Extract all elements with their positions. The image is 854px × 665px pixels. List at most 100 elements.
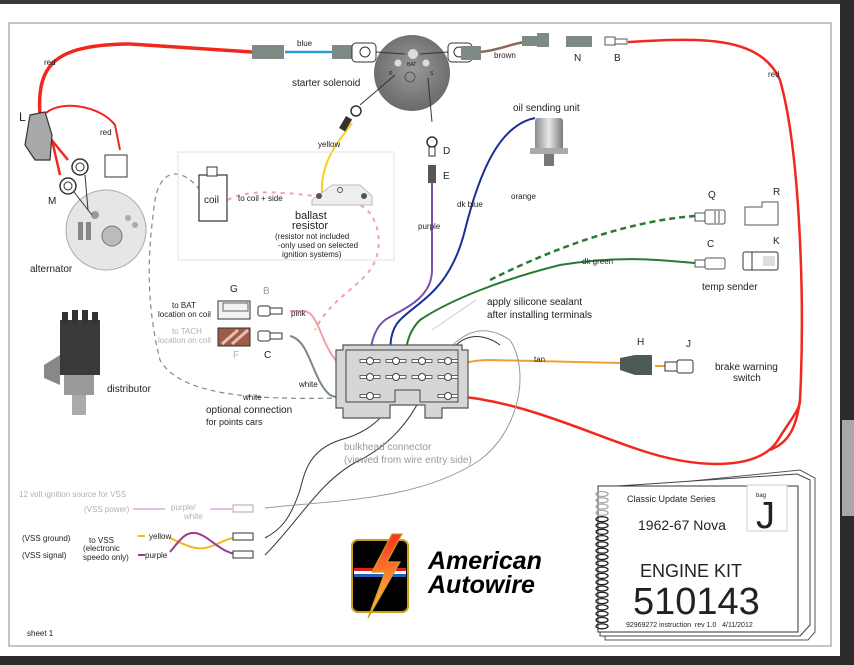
logo-line-1: American <box>427 547 542 575</box>
label-ballast-2: resistor <box>292 220 328 232</box>
coil <box>198 166 228 222</box>
wire-label-purple: purple <box>418 222 441 231</box>
bulkhead-pin-socket <box>444 392 452 400</box>
wire-dk-green-dashed <box>489 214 696 282</box>
terminal-letter-n: N <box>574 53 581 64</box>
wire-label-white-2: white <box>242 393 262 402</box>
spiral-coil <box>595 560 609 567</box>
american-autowire-logo: American Autowire <box>351 533 542 619</box>
wire-label-tan: tan <box>534 355 545 364</box>
spiral-coil <box>595 585 609 592</box>
kit-series: Classic Update Series <box>627 494 716 504</box>
label-brake-warning-2: switch <box>733 373 761 384</box>
blue-connector-left <box>252 45 284 59</box>
to-bat-2: location on coil <box>158 310 211 319</box>
spiral-coil <box>595 516 609 523</box>
spiral-coil <box>595 528 609 535</box>
connector-n <box>566 36 592 47</box>
connector-j <box>664 359 694 374</box>
alt-ring-terminals <box>59 158 93 216</box>
label-temp-sender: temp sender <box>702 282 758 293</box>
wire-label-blue: blue <box>297 39 313 48</box>
optional-connection-1: optional connection <box>206 405 292 416</box>
viewer-bottom-bar <box>0 656 854 665</box>
vss-terminals <box>232 504 254 559</box>
wire-label-pink: pink <box>291 309 307 318</box>
bulkhead-pin-socket <box>366 392 374 400</box>
solenoid-terminal-s: S <box>430 71 434 77</box>
connector-c-coil <box>257 330 283 342</box>
kit-bag-letter: J <box>756 495 775 537</box>
wire-brown <box>479 40 526 54</box>
bulkhead-pin-socket <box>366 357 374 365</box>
bulkhead-pin-socket <box>444 373 452 381</box>
wire-label-brown: brown <box>494 51 516 60</box>
optional-connection-2: for points cars <box>206 417 263 427</box>
kit-booklet: Classic Update Series 1962-67 Nova bag J… <box>595 469 816 641</box>
distributor <box>44 310 100 415</box>
coil-ballast-box <box>177 151 395 261</box>
label-ballast-1: ballast <box>295 210 327 222</box>
vss-power-wire-1: purple/ <box>171 503 196 512</box>
spiral-coil <box>595 572 609 580</box>
terminal-letter-e: E <box>443 171 450 182</box>
spiral-coil <box>595 497 609 504</box>
ballast-resistor <box>311 184 373 206</box>
connector-b-top <box>604 36 628 46</box>
wire-vss-3 <box>264 330 521 509</box>
kit-number: 510143 <box>633 581 760 623</box>
yellow-ring-terminal <box>339 105 362 132</box>
spiral-coil <box>595 616 609 624</box>
vss-power-label: (VSS power) <box>84 505 130 514</box>
spiral-coil <box>595 553 609 561</box>
connector-c-temp <box>694 257 726 270</box>
lightning-bolt-icon <box>367 533 404 619</box>
wire-white-dashed <box>148 173 341 399</box>
wire-dk-green <box>404 258 696 376</box>
terminal-letter-q: Q <box>708 190 716 201</box>
to-vss-3: speedo only) <box>83 553 129 562</box>
connector-h <box>620 355 652 375</box>
bulkhead-connector <box>335 344 469 419</box>
to-tach-1: to TACH <box>172 327 202 336</box>
terminal-letter-k: K <box>773 236 780 247</box>
label-oil-sending-unit: oil sending unit <box>513 103 580 114</box>
label-coil: coil <box>204 195 219 206</box>
wire-yellow <box>320 122 353 196</box>
oil-sending-unit <box>530 118 568 166</box>
silicone-note-2: after installing terminals <box>487 310 592 321</box>
vss-yellow-wire <box>138 535 244 550</box>
wire-red-top <box>37 42 253 116</box>
wire-purple <box>369 176 433 361</box>
wire-pink-dashed <box>227 191 380 331</box>
scrollbar-thumb[interactable] <box>842 420 854 516</box>
ballast-note-1: (resistor not included <box>275 232 349 241</box>
terminal-letter-c-temp: C <box>707 239 714 250</box>
label-to-coil-plus: to coil + side <box>238 194 283 203</box>
viewer-top-bar <box>0 0 854 4</box>
terminal-letter-r: R <box>773 187 780 198</box>
label-alternator: alternator <box>30 264 73 275</box>
vss-ground-label: (VSS ground) <box>22 534 71 543</box>
alt-white-connector <box>104 154 128 178</box>
silicone-note-1: apply silicone sealant <box>487 297 582 308</box>
label-brake-warning-1: brake warning <box>715 362 778 373</box>
vss-power-wire-2: white <box>183 512 203 521</box>
connector-n-plug <box>522 33 549 47</box>
spiral-coil <box>595 566 609 573</box>
spiral-coil <box>595 490 609 498</box>
bulkhead-pin-socket <box>392 357 400 365</box>
spiral-binding <box>595 490 609 630</box>
bulkhead-label-1: bulkhead connector <box>344 442 432 453</box>
diagram-frame <box>8 22 832 647</box>
bulkhead-pin-socket <box>418 373 426 381</box>
spiral-coil <box>595 597 609 605</box>
wire-label-red-right: red <box>768 70 780 79</box>
ballast-note-3: ignition systems) <box>282 250 342 259</box>
vss-source-note: 12 volt ignition source for VSS <box>19 490 126 499</box>
kit-vehicle: 1962-67 Nova <box>638 517 726 533</box>
spiral-coil <box>595 623 609 630</box>
label-starter-solenoid: starter solenoid <box>292 78 360 89</box>
wire-label-dk-blue: dk blue <box>457 200 483 209</box>
wire-label-white-1: white <box>298 380 318 389</box>
